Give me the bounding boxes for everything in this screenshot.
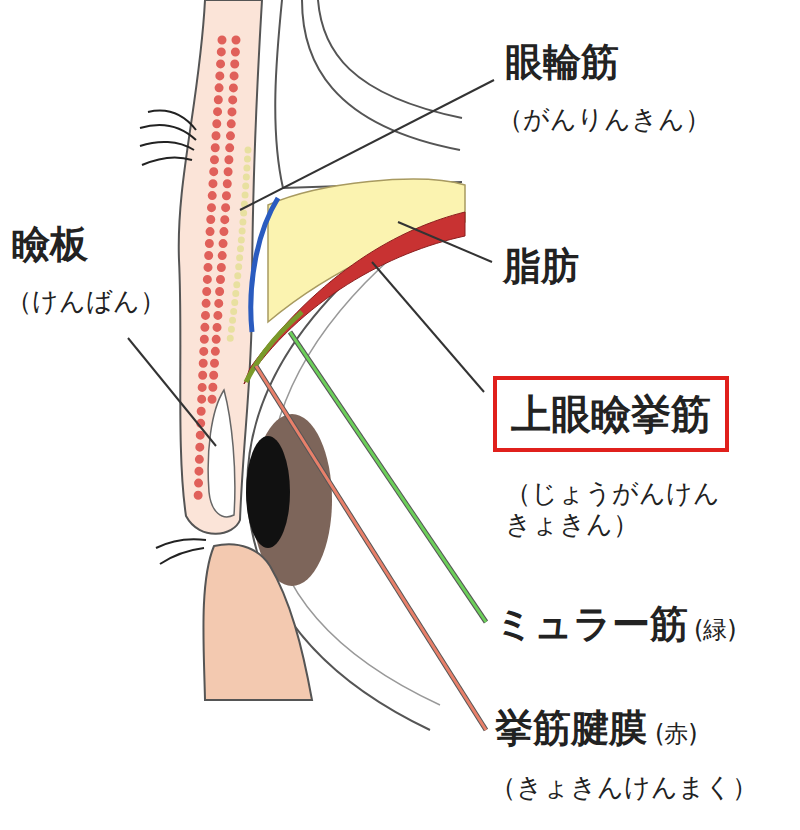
reading: （じょうがんけん きょきん） xyxy=(505,478,740,540)
color-note: (赤) xyxy=(655,720,698,749)
fat xyxy=(268,179,465,322)
orbit-line xyxy=(318,0,462,118)
part-name: 上眼瞼挙筋 xyxy=(511,390,725,438)
pupil xyxy=(246,436,290,548)
gland-dots xyxy=(230,150,248,340)
orbit-line xyxy=(275,0,462,188)
part-name: ミュラー筋 xyxy=(495,602,688,648)
orbicularis-dots xyxy=(212,40,236,400)
lower-lashes xyxy=(156,539,206,564)
leader-line xyxy=(256,366,486,730)
lower-eyelid xyxy=(203,544,312,700)
muller-muscle xyxy=(246,312,302,382)
leader-line xyxy=(398,222,492,262)
part-name: 瞼板 xyxy=(12,222,88,268)
septum xyxy=(251,198,278,332)
leader-line xyxy=(256,366,486,730)
upper-lashes xyxy=(140,111,196,165)
part-name: 挙筋腱膜 xyxy=(495,706,647,752)
label-box: 上眼瞼挙筋 xyxy=(493,376,729,452)
reading: （けんばん） xyxy=(6,286,166,317)
part-name: 眼輪筋 xyxy=(505,40,619,86)
color-note: (緑) xyxy=(694,616,737,645)
reading: （きょきんけんまく） xyxy=(490,772,758,803)
leader-line xyxy=(128,338,216,446)
upper-eyelid xyxy=(179,0,262,534)
tarsus xyxy=(208,390,235,517)
leader-line xyxy=(372,262,484,392)
levator-muscle xyxy=(244,212,465,384)
orbit-line xyxy=(302,0,460,150)
part-name: 脂肪 xyxy=(503,244,579,290)
leader-line xyxy=(240,80,494,210)
reading: （がんりんきん） xyxy=(497,104,711,135)
